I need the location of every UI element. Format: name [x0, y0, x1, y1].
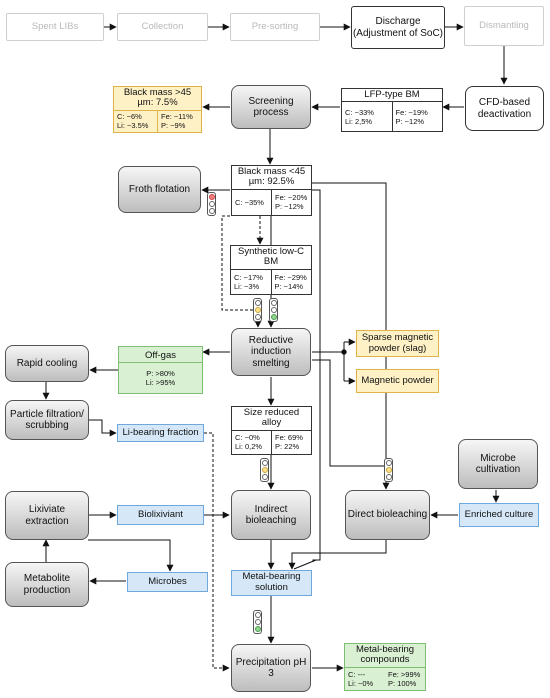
lfp-fe: Fe: ~19%	[395, 107, 428, 117]
indirect-bioleaching: Indirect bioleaching	[231, 490, 311, 540]
traffic-light-direct	[384, 458, 393, 482]
stage-dismantling: Dismantling	[464, 6, 544, 46]
bm-gt45-p: P: ~9%	[161, 121, 186, 131]
metabolite-production: Metabolite production	[5, 562, 89, 607]
off-gas-card: Off-gas P: >80%Li: >95%	[118, 346, 203, 394]
cfd-deactivation: CFD-based deactivation	[465, 86, 544, 131]
synthetic-li: Li: ~3%	[234, 281, 260, 291]
compounds-c: C: ---	[348, 669, 366, 679]
stage-spent-libs: Spent LIBs	[6, 13, 104, 41]
lfp-bm-card: LFP-type BM C: ~33%Li: 2,5% Fe: ~19%P: ~1…	[341, 88, 443, 132]
sparse-magnetic-powder: Sparse magnetic powder (slag)	[356, 330, 439, 357]
traffic-light-synthetic-left	[253, 298, 262, 322]
stage-pre-sorting: Pre-sorting	[230, 13, 320, 41]
lfp-p: P: ~12%	[395, 116, 425, 126]
lixiviate-extraction: Lixiviate extraction	[5, 491, 89, 540]
microbe-cultivation: Microbe cultivation	[458, 439, 538, 489]
bm-lt45-c: C: ~35%	[235, 197, 264, 207]
traffic-light-solution	[253, 610, 262, 634]
off-gas-p: P: >80%	[146, 369, 175, 379]
traffic-light-froth	[207, 192, 216, 216]
enriched-culture: Enriched culture	[459, 503, 539, 527]
bm-lt45-title: Black mass <45 µm: 92.5%	[237, 166, 306, 188]
synthetic-bm-title: Synthetic low-C BM	[238, 246, 304, 268]
bm-lt45-fe: Fe: ~20%	[275, 193, 308, 203]
synthetic-fe: Fe: ~29%	[274, 272, 307, 282]
size-reduced-alloy-title: Size reduced alloy	[243, 407, 300, 429]
bm-gt45-card: Black mass >45 µm: 7.5% C: ~6%Li: ~3.5% F…	[113, 86, 202, 133]
biolixiviant: Biolixiviant	[117, 505, 204, 525]
bm-gt45-fe: Fe: ~11%	[161, 112, 193, 122]
screening-process: Screening process	[231, 85, 311, 129]
particle-filtration: Particle filtration/ scrubbing	[5, 400, 89, 440]
synthetic-c: C: ~17%	[234, 272, 263, 282]
direct-bioleaching: Direct bioleaching	[345, 490, 430, 540]
off-gas-li: Li: >95%	[145, 378, 176, 388]
alloy-li: Li: 0,2%	[235, 442, 263, 452]
alloy-c: C: ~0%	[235, 433, 260, 443]
off-gas-title: Off-gas	[145, 350, 176, 361]
froth-flotation: Froth flotation	[118, 166, 201, 213]
bm-gt45-li: Li: ~3.5%	[117, 121, 149, 131]
synthetic-p: P: ~14%	[274, 281, 304, 291]
lfp-c: C: ~33%	[345, 107, 374, 117]
alloy-fe: Fe: 69%	[275, 433, 303, 443]
precipitation-ph3: Precipitation pH 3	[231, 644, 311, 692]
compounds-li: Li: ~0%	[348, 678, 374, 688]
li-bearing-fraction: Li-bearing fraction	[117, 424, 204, 442]
size-reduced-alloy-card: Size reduced alloy C: ~0%Li: 0,2% Fe: 69%…	[231, 406, 312, 455]
traffic-light-synthetic-right	[269, 298, 278, 322]
lfp-li: Li: 2,5%	[345, 116, 373, 126]
bm-gt45-c: C: ~6%	[117, 112, 142, 122]
compounds-fe: Fe: >99%	[388, 669, 421, 679]
metal-bearing-solution: Metal-bearing solution	[231, 570, 312, 596]
lfp-bm-title: LFP-type BM	[364, 89, 420, 100]
microbes: Microbes	[127, 572, 208, 592]
bm-lt45-card: Black mass <45 µm: 92.5% C: ~35% Fe: ~20%…	[231, 165, 312, 216]
metal-compounds-card: Metal-bearing compounds C: ---Li: ~0% Fe:…	[344, 643, 426, 691]
stage-collection: Collection	[117, 13, 208, 41]
magnetic-powder: Magnetic powder	[356, 369, 439, 393]
bm-gt45-title: Black mass >45 µm: 7.5%	[123, 87, 192, 109]
compounds-p: P: 100%	[388, 678, 417, 688]
metal-compounds-title: Metal-bearing compounds	[355, 644, 415, 666]
traffic-light-alloy	[260, 458, 269, 482]
stage-discharge: Discharge (Adjustment of SoC)	[351, 6, 445, 49]
bm-lt45-p: P: ~12%	[275, 202, 304, 212]
rapid-cooling: Rapid cooling	[5, 345, 89, 382]
alloy-p: P: 22%	[275, 442, 300, 452]
synthetic-bm-card: Synthetic low-C BM C: ~17%Li: ~3% Fe: ~29…	[230, 245, 312, 295]
reductive-induction-smelting: Reductive induction smelting	[231, 328, 311, 376]
